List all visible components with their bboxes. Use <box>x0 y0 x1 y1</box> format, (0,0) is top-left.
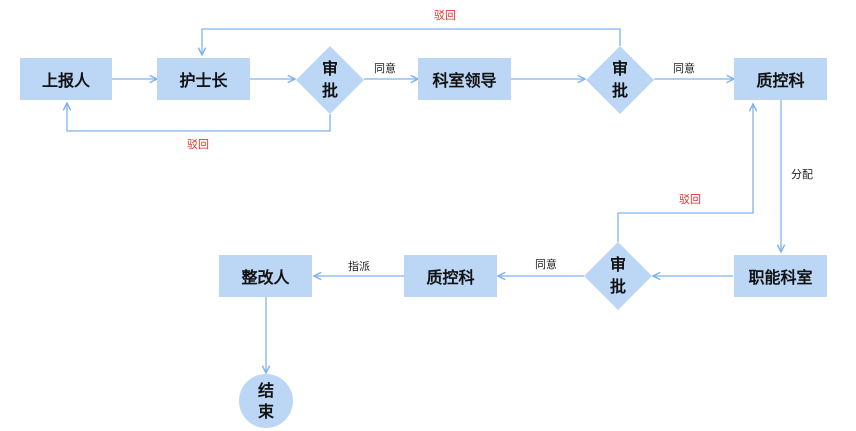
node-quality-control-2: 质控科 <box>404 255 497 297</box>
label-reject-2: 驳回 <box>434 9 456 22</box>
approve3-label: 审 批 <box>594 252 642 300</box>
node-reporter: 上报人 <box>20 58 112 100</box>
end-line1: 结 <box>257 381 274 400</box>
node-end: 结 束 <box>239 374 293 428</box>
approve2-diamond <box>586 46 654 114</box>
end-line2: 束 <box>257 402 274 421</box>
label-assign: 分配 <box>791 168 813 181</box>
node-quality-control: 质控科 <box>734 58 827 100</box>
label-agree-3: 同意 <box>535 258 557 271</box>
edge-reject2 <box>202 28 621 55</box>
label-reject-3: 驳回 <box>679 193 701 206</box>
label-agree-1: 同意 <box>374 62 396 75</box>
node-rectifier: 整改人 <box>219 255 312 297</box>
label-reject-1: 驳回 <box>187 138 209 151</box>
approve1-diamond <box>296 46 364 114</box>
label-dispatch: 指派 <box>348 260 370 273</box>
approve2-line2: 批 <box>611 81 628 100</box>
node-head-nurse: 护士长 <box>157 58 250 100</box>
edge-reject1 <box>67 103 331 132</box>
approve1-label: 审 批 <box>306 56 354 104</box>
approve1-line2: 批 <box>321 81 338 100</box>
approve3-line2: 批 <box>609 277 626 296</box>
approve1-line1: 审 <box>321 59 338 78</box>
approve3-line1: 审 <box>609 255 626 274</box>
approve2-line1: 审 <box>611 59 628 78</box>
approve3-diamond <box>584 242 652 310</box>
approve2-label: 审 批 <box>596 56 644 104</box>
edge-reject3 <box>617 104 753 242</box>
label-agree-2: 同意 <box>673 62 695 75</box>
node-dept-leader: 科室领导 <box>418 58 511 100</box>
node-functional-dept: 职能科室 <box>734 255 827 297</box>
